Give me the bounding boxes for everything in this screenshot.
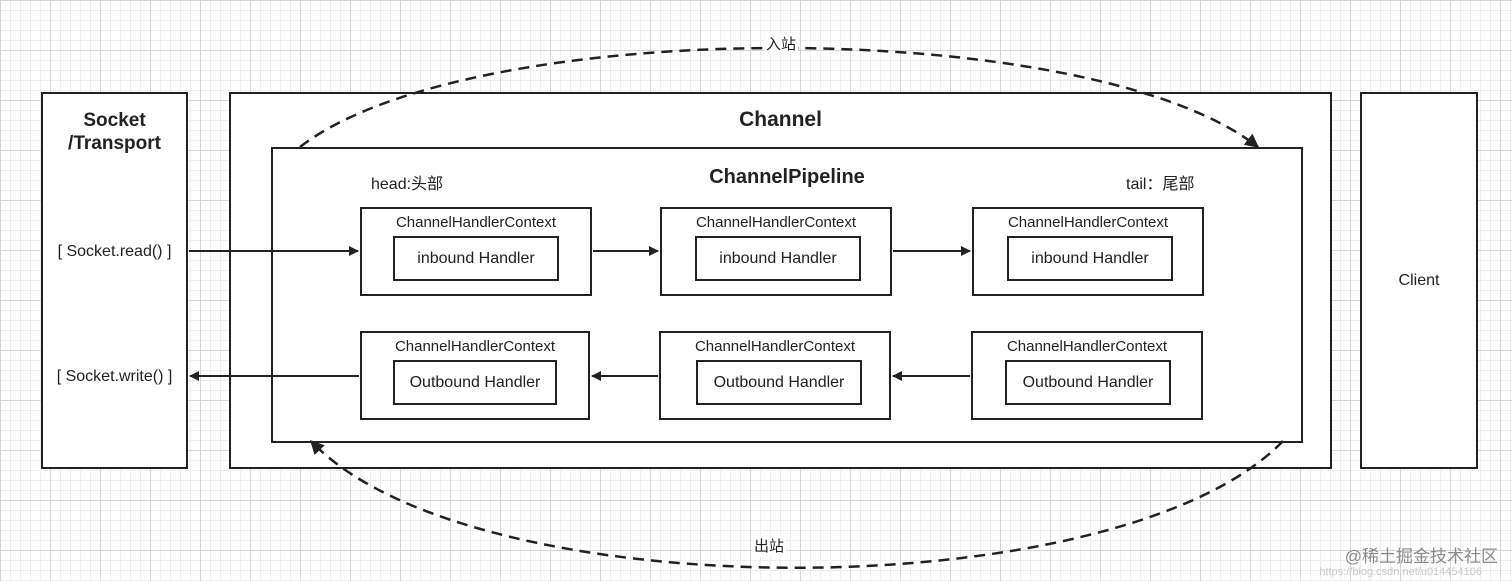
inbound-handler-3: inbound Handler (1007, 236, 1173, 281)
socket-write-label: [ Socket.write() ] (56, 368, 173, 385)
context-title: ChannelHandlerContext (394, 338, 556, 355)
context-title: ChannelHandlerContext (395, 214, 557, 231)
inbound-flow-curve (299, 46, 1260, 148)
outbound-flow-label: 出站 (752, 535, 787, 556)
watermark-label: @稀土掘金技术社区 (1344, 547, 1498, 566)
pipeline-title: ChannelPipeline (709, 166, 865, 188)
outbound-handler-3: Outbound Handler (1005, 360, 1171, 405)
client-box: Client (1360, 92, 1478, 469)
inbound-flow-label: 入站 (764, 33, 799, 54)
socket-title-line2: /Transport (68, 133, 161, 154)
client-label: Client (1398, 272, 1440, 289)
inbound-handler-2: inbound Handler (695, 236, 861, 281)
socket-title-line1: Socket (83, 110, 146, 131)
context-title: ChannelHandlerContext (694, 338, 856, 355)
inbound-context-2: ChannelHandlerContext inbound Handler (660, 207, 892, 296)
socket-transport-box: Socket /Transport [ Socket.read() ] [ So… (41, 92, 188, 469)
socket-read-label: [ Socket.read() ] (57, 243, 172, 260)
outbound-context-1: ChannelHandlerContext Outbound Handler (360, 331, 590, 420)
outbound-context-3: ChannelHandlerContext Outbound Handler (971, 331, 1203, 420)
outbound-flow-curve (310, 439, 1284, 569)
context-title: ChannelHandlerContext (695, 214, 857, 231)
inbound-context-1: ChannelHandlerContext inbound Handler (360, 207, 592, 296)
context-title: ChannelHandlerContext (1007, 214, 1169, 231)
pipeline-head-label: head:头部 (371, 176, 444, 193)
outbound-handler-1: Outbound Handler (393, 360, 557, 405)
inbound-context-3: ChannelHandlerContext inbound Handler (972, 207, 1204, 296)
inbound-handler-1: inbound Handler (393, 236, 559, 281)
watermark-url: https://blog.csdn.net/u014454106 (1319, 566, 1482, 578)
channel-title: Channel (739, 108, 822, 131)
context-title: ChannelHandlerContext (1006, 338, 1168, 355)
outbound-context-2: ChannelHandlerContext Outbound Handler (659, 331, 891, 420)
outbound-handler-2: Outbound Handler (696, 360, 862, 405)
pipeline-tail-label: tail：尾部 (1126, 176, 1195, 193)
